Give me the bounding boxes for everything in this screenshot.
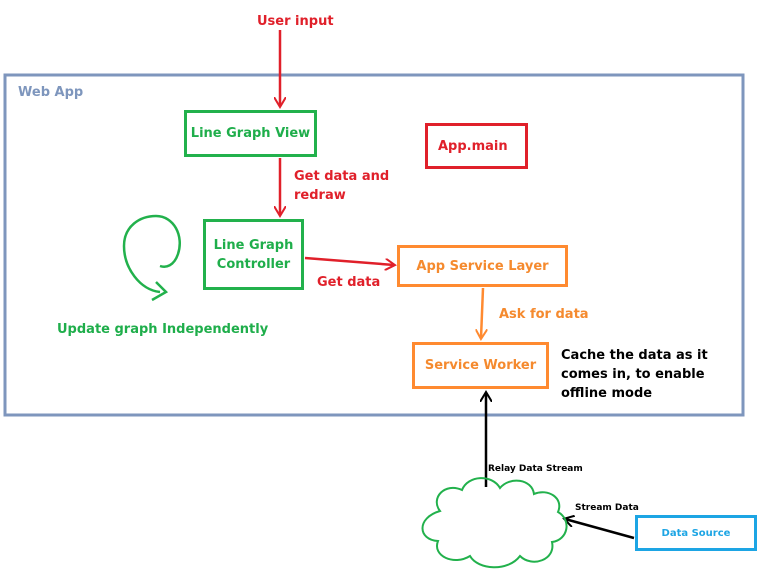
get-data-and-redraw-label: Get data and redraw — [294, 169, 390, 203]
web-app-label: Web App — [18, 85, 84, 100]
app-service-layer-label: App Service Layer — [416, 258, 549, 274]
get-data-arrow — [304, 256, 394, 265]
line-graph-controller-label: Line Graph Controller — [213, 237, 294, 272]
update-loop-icon — [122, 214, 181, 294]
stream-data-arrow — [565, 519, 635, 540]
update-graph-label: Update graph Independently — [57, 322, 269, 337]
web-app-container — [3, 73, 745, 417]
line-graph-view-node: Line Graph View — [184, 110, 317, 157]
service-worker-label: Service Worker — [424, 358, 537, 373]
user-input-label: User input — [257, 14, 334, 29]
get-data-label: Get data — [317, 275, 381, 290]
data-source-node: Data Source — [635, 515, 757, 551]
ask-for-data-arrow — [481, 287, 483, 338]
relay-data-stream-label: Relay Data Stream — [488, 464, 583, 474]
app-main-node: App.main — [425, 123, 528, 169]
update-loop-arrowhead — [151, 281, 169, 302]
app-service-layer-node: App Service Layer — [397, 245, 568, 287]
cloud-icon — [421, 477, 568, 569]
stream-data-label: Stream Data — [575, 503, 639, 513]
ask-for-data-label: Ask for data — [499, 307, 589, 322]
service-worker-node: Service Worker — [412, 342, 549, 389]
line-graph-view-label: Line Graph View — [190, 126, 311, 141]
line-graph-controller-node: Line Graph Controller — [203, 219, 304, 290]
cache-note: Cache the data as it comes in, to enable… — [561, 348, 708, 401]
data-source-label: Data Source — [661, 527, 731, 539]
app-main-label: App.main — [438, 138, 508, 154]
